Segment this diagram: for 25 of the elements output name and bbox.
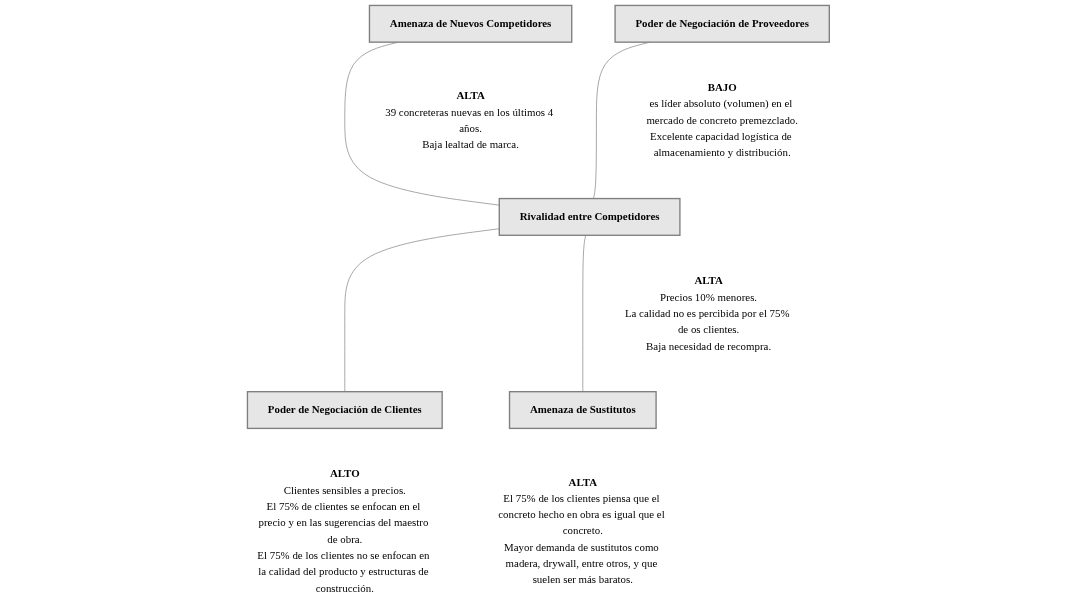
- node-box: Amenaza de Sustitutos: [508, 391, 657, 430]
- node-box: Rivalidad entre Competidores: [498, 197, 681, 236]
- connector: [582, 234, 587, 392]
- node-label: ALTO: [329, 467, 360, 480]
- node-label: El 75% de clientes se enfocan en el precio y en las sugerencias del maestro de obra.: [258, 500, 429, 545]
- node-box: Poder de Negociación de Clientes: [246, 391, 443, 430]
- node-label: El 75% de los clientes no se enfocan en la calidad del producto y estructuras de construcción.: [257, 549, 430, 594]
- node-box: Poder de Negociación de Proveedores: [614, 4, 830, 43]
- node-label: Mayor demanda de sustitutos como madera, drywall, entre otros, y que suelen ser más baratos.: [504, 541, 659, 586]
- node-label: Baja lealtad de marca.: [422, 138, 519, 151]
- node-label: es líder absoluto (volumen) en el mercado de concreto premezclado.: [646, 97, 799, 126]
- node-label: Precios 10% menores.: [660, 291, 758, 303]
- node-label: Clientes sensibles a precios.: [283, 484, 406, 496]
- node-label: Excelente capacidad logística de almacenamiento y distribución.: [650, 130, 792, 159]
- connector: [344, 41, 500, 206]
- node-label: La calidad no es percibida por el 75% de os clientes.: [624, 307, 790, 336]
- node-label: El 75% de los clientes piensa que el concreto hecho en obra es igual que el concreto.: [498, 492, 665, 537]
- node-label: ALTA: [568, 476, 598, 488]
- node-label: ALTA: [694, 274, 723, 287]
- node-box: Amenaza de Nuevos Competidores: [368, 4, 573, 43]
- node-label: 39 concreteras nuevas en los últimos 4 años.: [385, 106, 554, 134]
- connector: [344, 228, 500, 392]
- node-label: Baja necesidad de recompra.: [646, 340, 772, 352]
- node-label: ALTA: [456, 89, 485, 102]
- node-label: BAJO: [707, 81, 737, 94]
